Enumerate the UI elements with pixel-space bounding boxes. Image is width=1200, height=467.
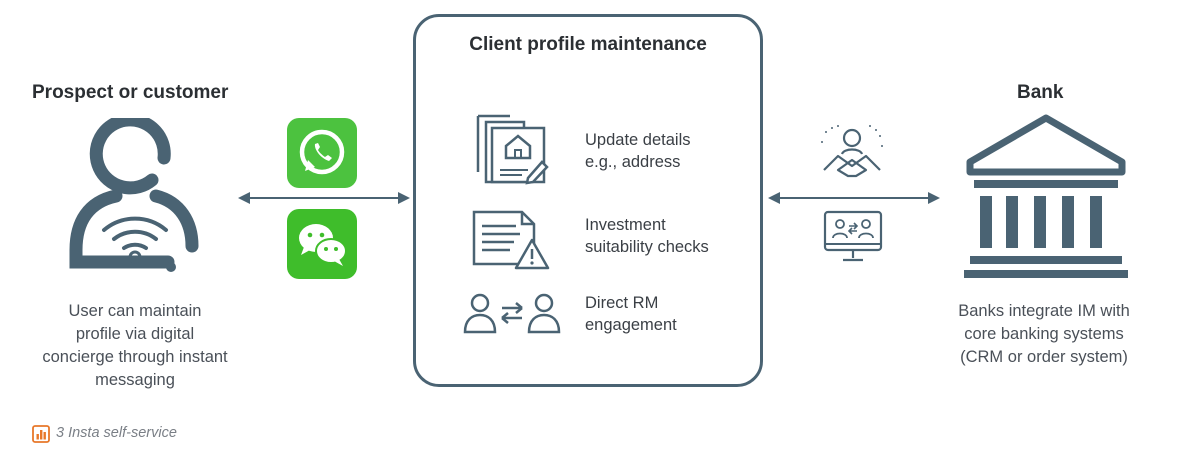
- item-label-line: Investment: [585, 216, 666, 234]
- bar-chart-icon: [32, 425, 50, 443]
- left-double-arrow: [238, 190, 410, 206]
- whatsapp-icon: [287, 118, 357, 188]
- people-exchange-icon: [462, 290, 562, 336]
- item-update-details: Update details e.g., address: [585, 129, 691, 173]
- prospect-title: Prospect or customer: [32, 82, 229, 103]
- client-profile-panel: [413, 14, 763, 387]
- item-direct-rm: Direct RM engagement: [585, 292, 677, 336]
- prospect-caption-line: messaging: [95, 371, 175, 389]
- document-house-icon: [470, 112, 550, 188]
- person-wifi-icon: [68, 118, 208, 278]
- item-label-line: e.g., address: [585, 153, 681, 171]
- bank-caption: Banks integrate IM with core banking sys…: [940, 300, 1148, 369]
- handshake-person-icon: [818, 124, 886, 184]
- item-label-line: Update details: [585, 131, 691, 149]
- bank-caption-line: (CRM or order system): [960, 348, 1128, 366]
- bank-building-icon: [962, 112, 1130, 280]
- bank-title: Bank: [1017, 82, 1064, 103]
- document-warning-icon: [470, 208, 550, 272]
- wechat-icon: [287, 209, 357, 279]
- item-suitability-checks: Investment suitability checks: [585, 214, 709, 258]
- monitor-video-call-icon: [823, 210, 883, 266]
- right-double-arrow: [768, 190, 940, 206]
- item-label-line: Direct RM: [585, 294, 659, 312]
- prospect-caption-line: profile via digital: [75, 325, 195, 343]
- prospect-caption-line: User can maintain: [68, 302, 202, 320]
- bank-caption-line: core banking systems: [964, 325, 1124, 343]
- bank-caption-line: Banks integrate IM with: [958, 302, 1130, 320]
- prospect-caption-line: concierge through instant: [42, 348, 228, 366]
- prospect-caption: User can maintain profile via digital co…: [30, 300, 240, 392]
- center-title: Client profile maintenance: [469, 34, 707, 55]
- item-label-line: suitability checks: [585, 238, 709, 256]
- item-label-line: engagement: [585, 316, 677, 334]
- footer-label: 3 Insta self-service: [56, 425, 177, 441]
